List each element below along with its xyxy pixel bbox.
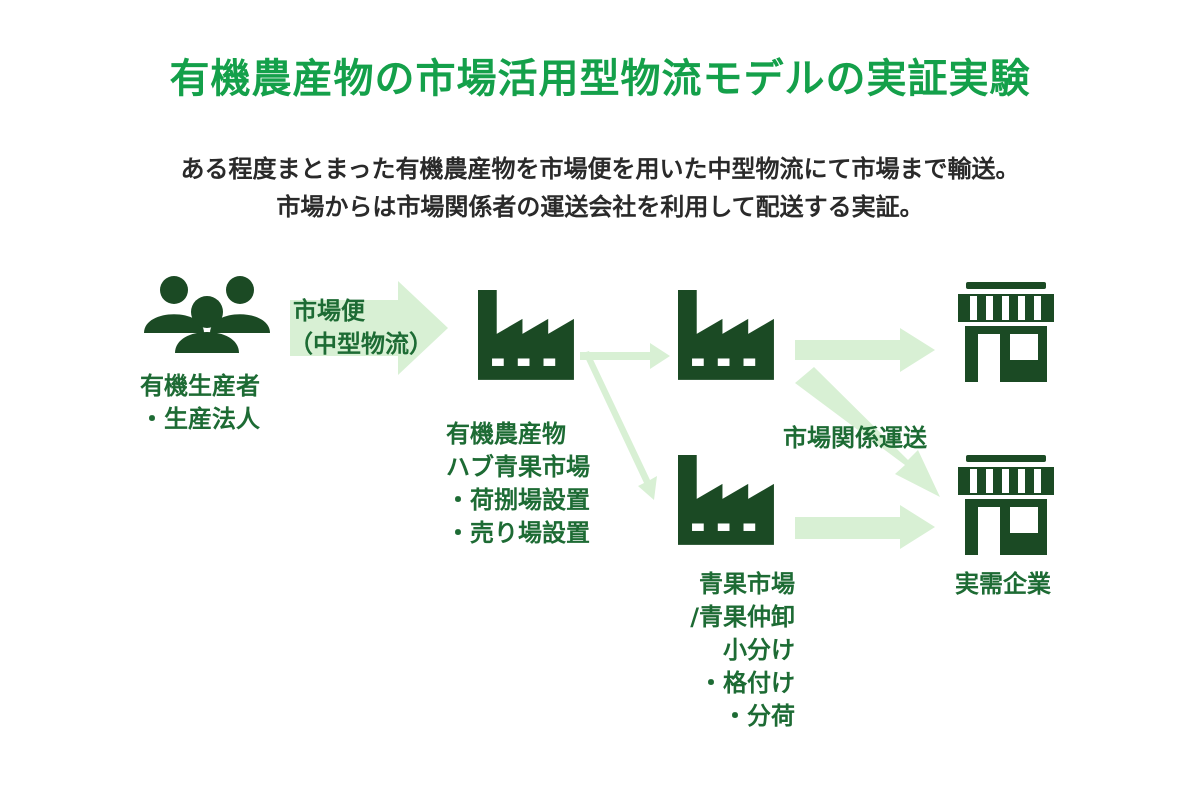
market-label-line: 青果市場: [699, 570, 795, 598]
page-title: 有機農産物の市場活用型物流モデルの実証実験: [169, 56, 1031, 102]
hub-label-line: ・荷捌場設置: [446, 486, 590, 514]
hub-label: 有機農産物 ハブ青果市場 ・荷捌場設置 ・売り場設置: [446, 418, 590, 550]
storefront-icon: [958, 455, 1054, 555]
description: ある程度まとまった有機農産物を市場便を用いた中型物流にて市場まで輸送。 市場から…: [0, 150, 1200, 226]
arrow-hub-to-market-top: [580, 343, 670, 369]
shipping-label-line: （中型物流）: [289, 330, 433, 358]
enterprise-label: 実需企業: [955, 568, 1051, 601]
storefront-icon: [958, 282, 1054, 382]
arrow-producer-to-hub: [290, 281, 448, 375]
arrow-market-to-store-bottom: [795, 505, 935, 549]
market-label-line: ・格付け: [699, 669, 795, 697]
hub-label-line: 有機農産物: [446, 420, 566, 448]
people-group-icon: [144, 276, 270, 353]
factory-icon: [678, 290, 774, 380]
factory-icon: [678, 455, 774, 545]
hub-label-line: ・売り場設置: [446, 519, 590, 547]
market-label-line: /青果仲卸: [690, 603, 795, 631]
shipping-label: 市場便 （中型物流）: [289, 295, 433, 361]
arrow-market-to-store-diagonal: [795, 367, 940, 497]
producer-label-line: ・生産法人: [140, 405, 260, 433]
arrow-hub-to-market-bottom: [583, 351, 657, 500]
producer-label: 有機生産者 ・生産法人: [140, 370, 260, 436]
market-label-line: 小分け: [723, 636, 795, 664]
arrow-market-to-store-top: [795, 328, 935, 372]
market-label-line: ・分荷: [723, 702, 795, 730]
market-label: 青果市場 /青果仲卸 小分け ・格付け ・分荷: [645, 568, 795, 733]
description-line-1: ある程度まとまった有機農産物を市場便を用いた中型物流にて市場まで輸送。: [180, 155, 1020, 183]
producer-label-line: 有機生産者: [140, 372, 260, 400]
shipping-label-line: 市場便: [293, 297, 365, 325]
description-line-2: 市場からは市場関係者の運送会社を利用して配送する実証。: [276, 193, 924, 221]
factory-icon: [478, 290, 574, 380]
market-transport-label: 市場関係運送: [783, 424, 927, 452]
enterprise-label-line: 実需企業: [955, 570, 1051, 598]
hub-label-line: ハブ青果市場: [446, 453, 590, 481]
